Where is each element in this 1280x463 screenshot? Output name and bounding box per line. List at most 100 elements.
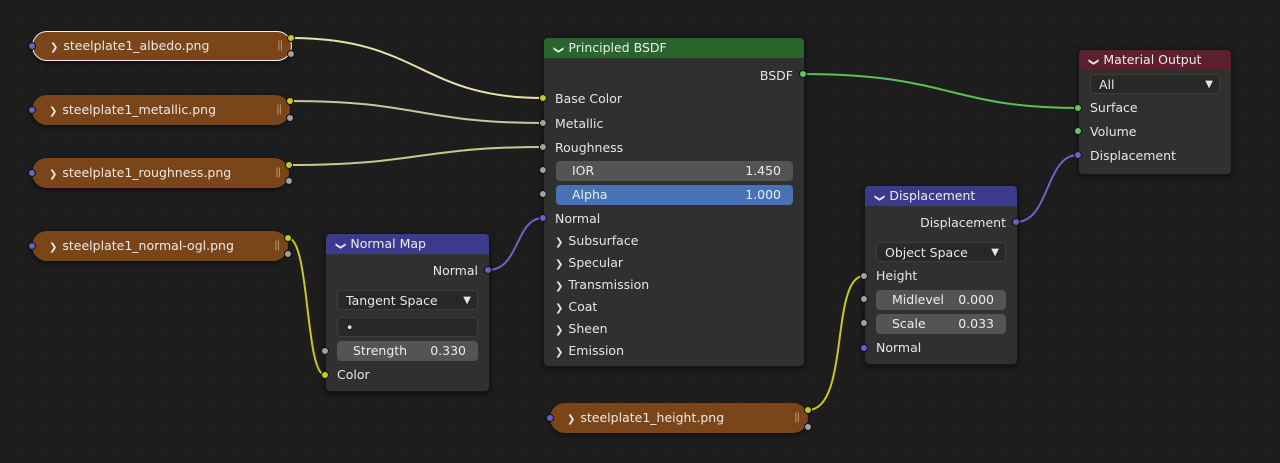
grip-icon[interactable]: ||	[794, 412, 800, 423]
image-node-normal-ogl[interactable]: ❯steelplate1_normal-ogl.png ||	[32, 231, 288, 261]
roughness-label: Roughness	[555, 140, 624, 155]
ior-socket[interactable]	[539, 166, 547, 174]
displacement-output-socket[interactable]	[1012, 218, 1020, 226]
surface-label: Surface	[1090, 100, 1138, 115]
normal-output-label: Normal	[432, 263, 478, 278]
bsdf-output-label: BSDF	[759, 68, 793, 83]
node-header[interactable]: ❯Displacement	[865, 186, 1017, 206]
principled-bsdf-node[interactable]: ❯Principled BSDF BSDF Base Color Metalli…	[543, 37, 805, 367]
chevron-right-icon: ❯	[567, 414, 576, 425]
grip-icon[interactable]: ||	[276, 104, 282, 115]
alpha-output-socket[interactable]	[287, 50, 295, 58]
chevron-down-icon[interactable]: ❯	[335, 241, 347, 251]
link-albedo-to-base-color[interactable]	[290, 37, 544, 99]
image-filename: steelplate1_albedo.png	[63, 38, 210, 53]
panel-specular[interactable]: ❯Specular	[555, 255, 624, 270]
link-bsdf-to-surface[interactable]	[802, 73, 1079, 109]
link-normal-ogl-to-color[interactable]	[287, 237, 326, 376]
color-input-socket[interactable]	[321, 371, 329, 379]
vector-input-socket[interactable]	[28, 242, 36, 250]
node-title: Material Output	[1103, 52, 1202, 67]
chevron-right-icon: ❯	[555, 281, 564, 292]
material-output-node[interactable]: ❯Material Output All▼ Surface Volume Dis…	[1078, 49, 1232, 175]
alpha-output-socket[interactable]	[286, 114, 294, 122]
node-title: Displacement	[889, 188, 976, 203]
vector-input-socket[interactable]	[28, 169, 36, 177]
chevron-right-icon: ❯	[555, 347, 564, 358]
metallic-socket[interactable]	[539, 119, 547, 127]
link-roughness-to-roughness[interactable]	[288, 146, 544, 166]
node-header[interactable]: ❯Normal Map	[326, 234, 489, 254]
link-height-to-height[interactable]	[807, 275, 865, 411]
image-filename: steelplate1_height.png	[580, 410, 725, 425]
uv-map-field[interactable]: •	[337, 317, 478, 337]
normal-label: Normal	[555, 211, 601, 226]
grip-icon[interactable]: ||	[274, 240, 280, 251]
alpha-output-socket[interactable]	[804, 423, 812, 431]
color-output-socket[interactable]	[284, 234, 292, 242]
metallic-label: Metallic	[555, 116, 604, 131]
volume-label: Volume	[1090, 124, 1137, 139]
chevron-down-icon[interactable]: ❯	[1088, 57, 1100, 67]
volume-socket[interactable]	[1074, 127, 1082, 135]
normal-socket[interactable]	[539, 214, 547, 222]
midlevel-socket[interactable]	[860, 295, 868, 303]
color-output-socket[interactable]	[287, 34, 295, 42]
displacement-input-socket[interactable]	[1074, 151, 1082, 159]
vector-input-socket[interactable]	[28, 106, 36, 114]
image-node-albedo[interactable]: ❯steelplate1_albedo.png ||	[32, 31, 292, 61]
node-header[interactable]: ❯Material Output	[1079, 50, 1231, 70]
vector-input-socket[interactable]	[546, 414, 554, 422]
image-filename: steelplate1_metallic.png	[62, 102, 217, 117]
alpha-output-socket[interactable]	[285, 177, 293, 185]
alpha-output-socket[interactable]	[284, 250, 292, 258]
chevron-down-icon[interactable]: ❯	[874, 193, 886, 203]
strength-socket[interactable]	[321, 347, 329, 355]
panel-emission[interactable]: ❯Emission	[555, 343, 625, 358]
node-title: Principled BSDF	[568, 40, 667, 55]
grip-icon[interactable]: ||	[277, 40, 283, 51]
chevron-down-icon: ▼	[991, 247, 999, 258]
roughness-socket[interactable]	[539, 143, 547, 151]
panel-sheen[interactable]: ❯Sheen	[555, 321, 608, 336]
chevron-down-icon[interactable]: ❯	[553, 45, 565, 55]
image-node-metallic[interactable]: ❯steelplate1_metallic.png ||	[32, 95, 290, 125]
displacement-output-label: Displacement	[920, 215, 1006, 230]
normal-input-label: Normal	[876, 340, 922, 355]
normal-map-node[interactable]: ❯Normal Map Normal Tangent Space▼ • Stre…	[325, 233, 490, 392]
panel-coat[interactable]: ❯Coat	[555, 299, 598, 314]
normal-input-socket[interactable]	[860, 344, 868, 352]
link-displacement-to-displacement[interactable]	[1015, 154, 1079, 223]
panel-subsurface[interactable]: ❯Subsurface	[555, 233, 639, 248]
space-select[interactable]: Tangent Space▼	[337, 290, 478, 310]
color-output-socket[interactable]	[286, 97, 294, 105]
grip-icon[interactable]: ||	[275, 167, 281, 178]
target-select[interactable]: All▼	[1090, 74, 1220, 94]
panel-transmission[interactable]: ❯Transmission	[555, 277, 650, 292]
vector-input-socket[interactable]	[28, 42, 36, 50]
height-socket[interactable]	[860, 272, 868, 280]
height-input-label: Height	[876, 268, 918, 283]
bsdf-output-socket[interactable]	[799, 70, 807, 78]
space-select[interactable]: Object Space▼	[876, 242, 1006, 262]
color-output-socket[interactable]	[285, 161, 293, 169]
alpha-socket[interactable]	[539, 190, 547, 198]
image-node-height[interactable]: ❯ steelplate1_height.png ||	[550, 403, 808, 433]
node-header[interactable]: ❯Principled BSDF	[544, 38, 804, 58]
chevron-right-icon: ❯	[555, 325, 564, 336]
displacement-node[interactable]: ❯Displacement Displacement Object Space▼…	[864, 185, 1018, 365]
scale-socket[interactable]	[860, 319, 868, 327]
image-filename: steelplate1_normal-ogl.png	[62, 238, 234, 253]
color-output-socket[interactable]	[804, 406, 812, 414]
normal-output-socket[interactable]	[484, 266, 492, 274]
image-node-roughness[interactable]: ❯steelplate1_roughness.png ||	[32, 158, 289, 188]
base-color-socket[interactable]	[539, 94, 547, 102]
surface-socket[interactable]	[1074, 104, 1082, 112]
link-metallic-to-metallic[interactable]	[289, 100, 544, 124]
link-normalmap-to-normal[interactable]	[487, 217, 544, 271]
